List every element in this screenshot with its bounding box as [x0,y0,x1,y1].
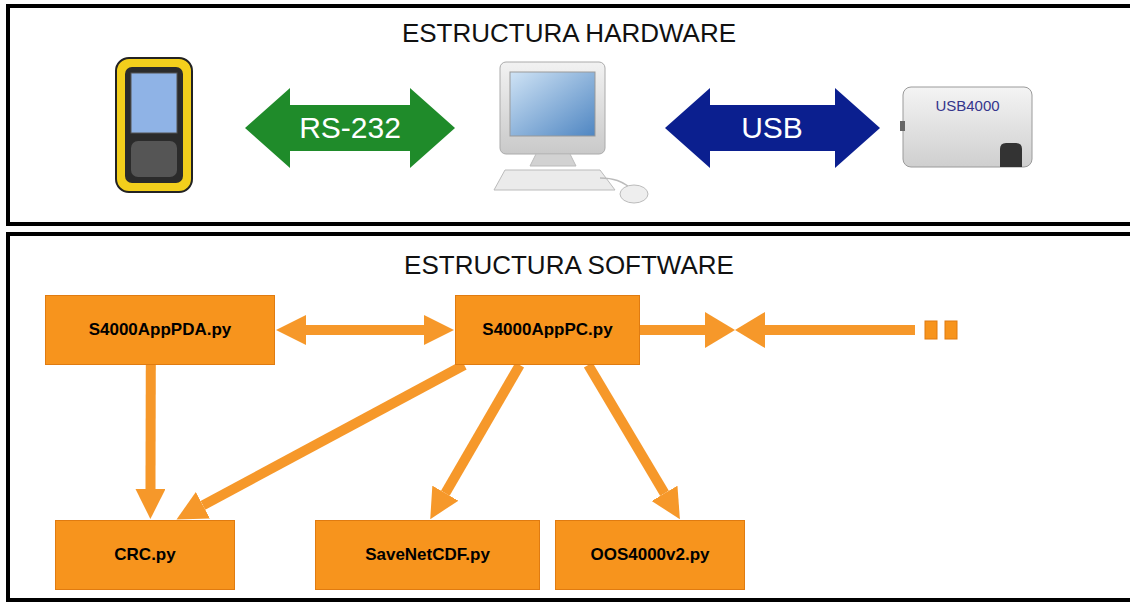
module-name: S4000AppPC.py [482,320,612,340]
module-name: S4000AppPDA.py [89,320,232,340]
flow-arrow [588,365,664,493]
link-label: USB [741,111,803,145]
pda-device [116,58,192,192]
hardware-panel: ESTRUCTURA HARDWARE USB4000 [6,4,1130,226]
module-box: CRC.py [55,520,235,590]
usb-arrow [665,88,880,168]
flow-arrow [445,365,519,493]
module-name: OOS4000v2.py [590,545,709,565]
flow-arrow [203,365,464,505]
module-box: SaveNetCDF.py [315,520,540,590]
computer [494,62,648,203]
module-name: CRC.py [114,545,175,565]
flow-arrow [145,365,155,489]
module-box: S4000AppPC.py [455,295,640,365]
module-box: OOS4000v2.py [555,520,745,590]
module-box: S4000AppPDA.py [45,295,275,365]
device-label: USB4000 [935,97,999,114]
external-link-arrows [640,312,957,348]
panel-title: ESTRUCTURA HARDWARE [10,18,1128,49]
rs232-arrow [245,88,455,168]
software-panel: ESTRUCTURA SOFTWARE S4000AppPDA.py S4000Ap… [6,232,1130,602]
panel-title: ESTRUCTURA SOFTWARE [10,250,1128,281]
link-label: RS-232 [299,111,401,145]
module-name: SaveNetCDF.py [365,545,490,565]
spectrometer-box: USB4000 [900,85,1035,170]
flow-arrow [306,325,424,335]
